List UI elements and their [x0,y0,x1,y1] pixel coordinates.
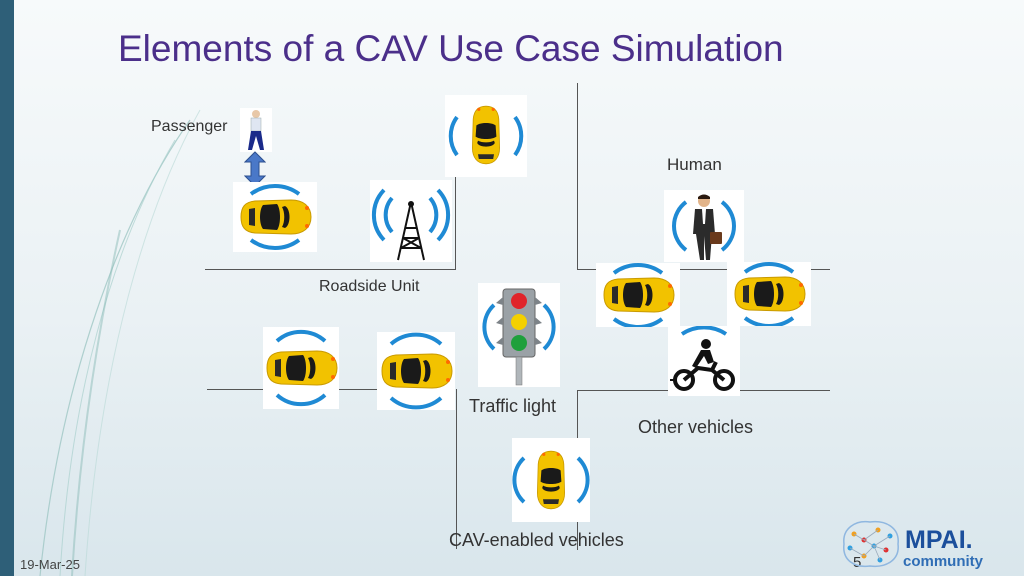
cav-car-right-1 [596,263,680,327]
cav-car-passenger [233,182,317,252]
human-label: Human [667,155,722,174]
car-icon [240,184,312,250]
left-accent-bar [0,0,14,576]
cav-car-left-2 [377,332,455,410]
road-line-top-right [577,269,830,270]
traffic-light-icon [482,288,556,386]
cav-car-right-2 [727,262,811,326]
other-vehicles-label: Other vehicles [638,417,754,437]
decorative-swoosh [39,109,201,576]
human-figure [664,190,744,262]
cav-car-top [445,95,527,177]
road-line-top-right-vertical [577,83,578,270]
car-icon [512,450,590,510]
passenger-label: Passenger [151,118,228,135]
roadside-unit-label: Roadside Unit [319,278,420,295]
cav-car-left-1 [263,327,339,409]
slide-date: 19-Mar-25 [20,557,80,572]
cav-vehicles-label: CAV-enabled vehicles [449,530,624,550]
traffic-light-unit [478,283,560,387]
motorcycle-icon [670,326,735,391]
car-icon [266,329,338,407]
antenna-tower-icon [371,188,451,261]
car-icon [603,263,675,327]
slide-title: Elements of a CAV Use Case Simulation [118,28,784,69]
passenger-icon [248,110,264,150]
car-icon [381,332,453,410]
cav-car-bottom [512,438,590,522]
road-line-top-left-vertical [455,95,456,270]
road-line-bottom-left-vertical [456,389,457,549]
car-icon [448,105,524,165]
other-vehicle-motorcycle [668,326,740,396]
page-number: 5 [853,554,862,571]
mpai-logo-text: MPAI. [905,526,973,554]
road-line-top-left [205,269,455,270]
passenger-figure [240,108,272,152]
car-icon [734,262,806,326]
human-icon [672,194,736,260]
traffic-light-label: Traffic light [469,396,557,416]
roadside-unit-tower [370,180,452,262]
mpai-logo-subtext: community [903,553,984,570]
mpai-logo-icon [843,520,899,568]
